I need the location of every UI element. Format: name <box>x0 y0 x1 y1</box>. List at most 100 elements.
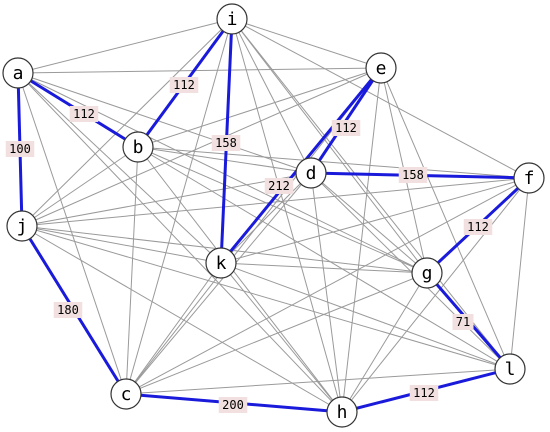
edge-weight-label: 112 <box>463 219 493 235</box>
edge-weight-background <box>169 77 199 93</box>
edge-weight-text: 112 <box>173 78 195 92</box>
node-circle <box>326 396 358 428</box>
edge-weight-text: 112 <box>467 220 489 234</box>
edge-j-k <box>21 225 222 264</box>
node-circle <box>205 247 237 279</box>
node-b: b <box>122 131 154 163</box>
edge-i-e <box>231 18 382 69</box>
edge-weight-background <box>5 141 35 157</box>
node-label: h <box>337 402 348 423</box>
edge-weight-text: 71 <box>456 315 470 329</box>
edge-weight-label: 112 <box>169 77 199 93</box>
edge-f-k <box>220 177 530 264</box>
node-l: l <box>494 353 526 385</box>
edge-weight-text: 158 <box>402 168 424 182</box>
edge-d-h <box>310 172 343 413</box>
highlighted-edges-layer <box>16 18 531 414</box>
edge-weight-label: 212 <box>264 178 294 194</box>
edge-weight-background <box>331 120 361 136</box>
node-circle <box>295 157 327 189</box>
edge-k-l <box>220 262 511 370</box>
edge-weight-text: 180 <box>57 303 79 317</box>
edge-k-g <box>220 262 428 274</box>
edge-b-j <box>21 146 139 227</box>
edge-i-j <box>21 18 233 227</box>
node-label: b <box>133 137 144 158</box>
node-k: k <box>205 247 237 279</box>
edge-weight-background <box>398 167 428 183</box>
edge-a-h <box>17 72 343 413</box>
edge-j-l <box>21 225 511 370</box>
edge-weight-label: 100 <box>5 141 35 157</box>
node-g: g <box>411 257 443 289</box>
edge-weight-label: 200 <box>218 397 248 413</box>
edge-a-c <box>17 72 127 395</box>
edge-f-j <box>21 177 530 227</box>
edge-weight-label: 112 <box>69 106 99 122</box>
edge-i-d <box>231 18 312 174</box>
edge-weight-background <box>264 178 294 194</box>
node-label: f <box>524 168 535 189</box>
edge-b-f <box>137 146 530 179</box>
edge-g-h <box>341 272 428 413</box>
edge-a-i <box>17 18 233 74</box>
edge-weight-label: 158 <box>398 167 428 183</box>
edge-weight-background <box>53 302 83 318</box>
edge-weight-text: 200 <box>222 398 244 412</box>
edge-k-c <box>125 262 222 395</box>
node-circle <box>216 3 248 35</box>
node-label: g <box>422 263 433 284</box>
edge-b-h <box>137 146 343 413</box>
node-circle <box>411 257 443 289</box>
node-a: a <box>2 57 34 89</box>
edge-g-c <box>125 272 428 395</box>
node-circle <box>513 162 545 194</box>
node-circle <box>494 353 526 385</box>
edge-weight-text: 112 <box>335 121 357 135</box>
node-h: h <box>326 396 358 428</box>
node-j: j <box>6 210 38 242</box>
node-label: d <box>306 163 317 184</box>
edge-j-h <box>21 225 343 413</box>
edge-b-l <box>137 146 511 370</box>
edge-weight-label: 71 <box>452 314 474 330</box>
edge-e-j <box>21 67 382 227</box>
node-circle <box>6 210 38 242</box>
node-label: c <box>121 384 132 405</box>
node-circle <box>110 378 142 410</box>
edge-weight-background <box>452 314 474 330</box>
edge-i-c <box>125 18 233 395</box>
edge-f-c <box>125 177 530 395</box>
edge-weight-label: 112 <box>331 120 361 136</box>
edge-weight-background <box>218 397 248 413</box>
node-circle <box>122 131 154 163</box>
edge-weight-text: 158 <box>215 136 237 150</box>
edge-b-c <box>125 146 139 395</box>
edge-f-l <box>509 177 530 370</box>
node-circle <box>365 52 397 84</box>
edge-weight-text: 112 <box>413 386 435 400</box>
node-label: l <box>505 359 516 380</box>
edge-labels-layer: 100 112 112 158 212 112 158 112 71 180 200 112 <box>5 77 493 413</box>
node-label: i <box>227 9 238 30</box>
edge-i-l <box>231 18 511 370</box>
edge-k-h <box>220 262 343 413</box>
edge-a-d <box>17 72 312 174</box>
edge-weight-text: 100 <box>9 142 31 156</box>
edge-e-h <box>341 67 382 413</box>
node-label: j <box>17 216 28 237</box>
edges-layer <box>17 18 530 413</box>
edge-a-k <box>17 72 222 264</box>
edge-e-l <box>380 67 511 370</box>
edge-d-k <box>220 172 312 264</box>
edge-f-h <box>341 177 530 413</box>
node-label: k <box>216 253 227 274</box>
edge-i-f <box>231 18 530 179</box>
edge-i-h <box>231 18 343 413</box>
node-f: f <box>513 162 545 194</box>
edge-b-g <box>137 146 428 274</box>
edge-e-b <box>137 67 382 148</box>
